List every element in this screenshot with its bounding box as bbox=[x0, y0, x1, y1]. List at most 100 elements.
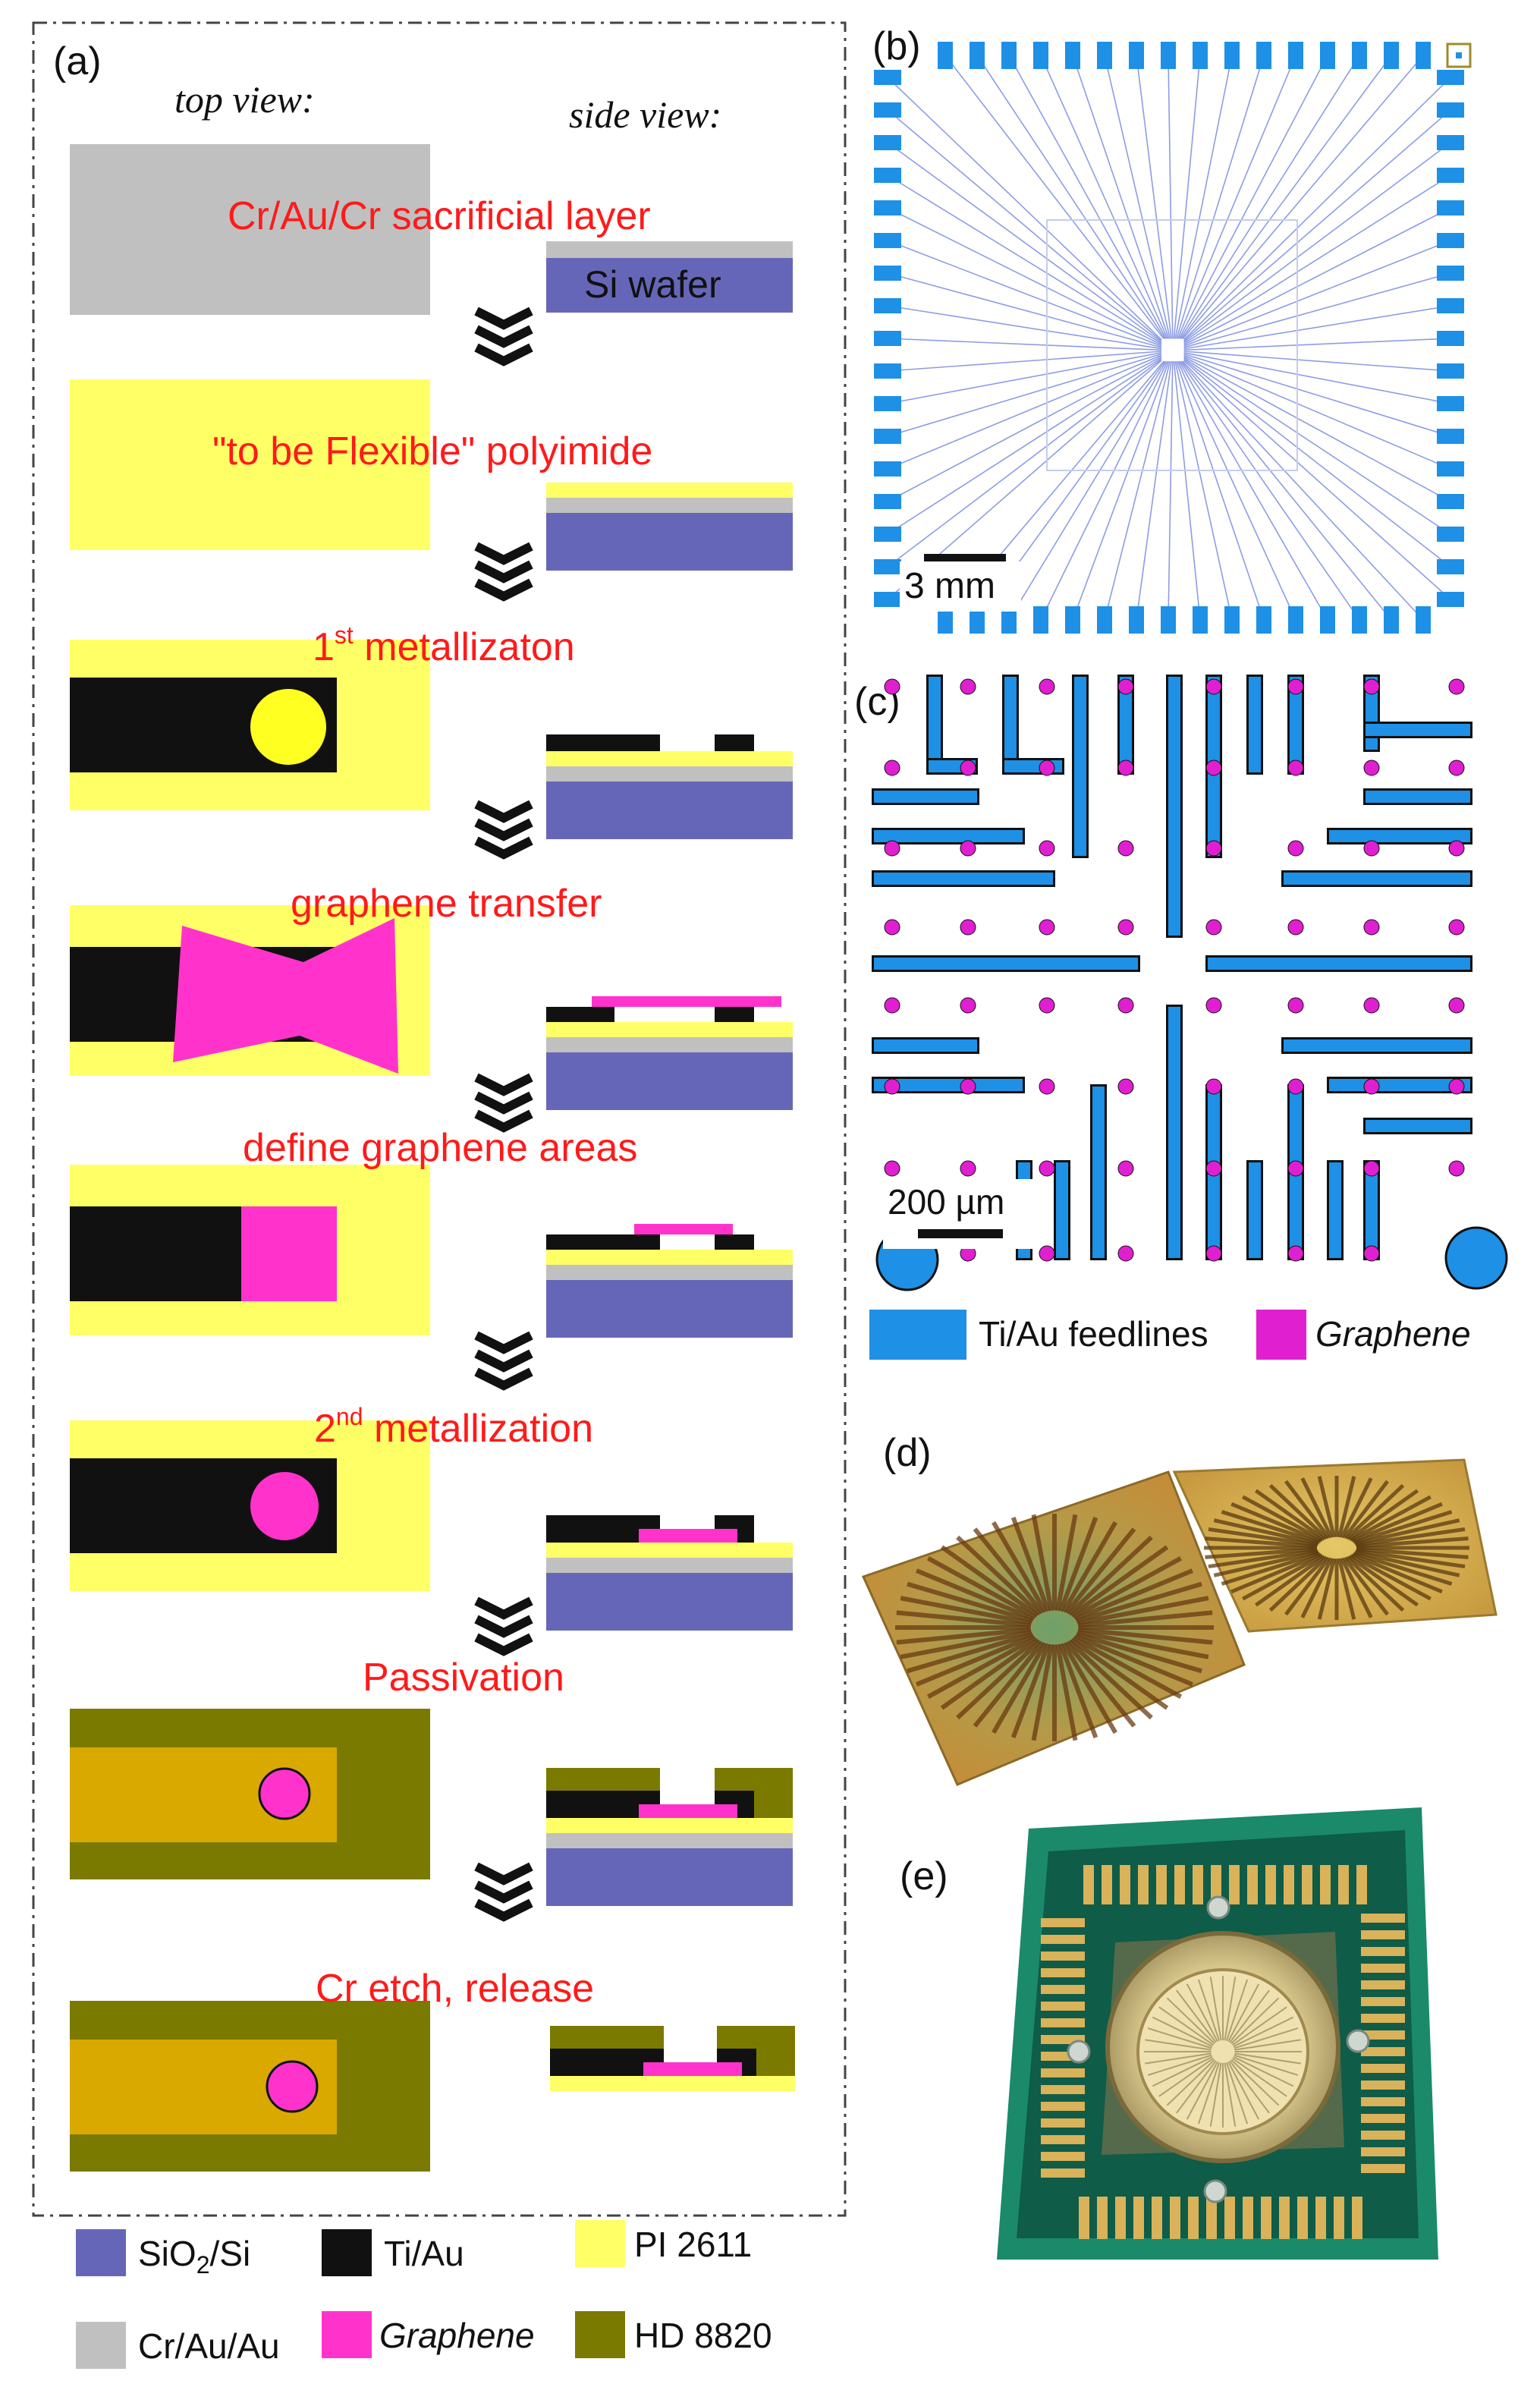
pcb-pad bbox=[1297, 2197, 1308, 2239]
panel-b: (b) 3 mm bbox=[872, 24, 1472, 634]
bond-pad bbox=[874, 168, 901, 183]
trace-line bbox=[1055, 1643, 1078, 1741]
trace-line bbox=[1300, 1557, 1334, 1618]
graphene-site bbox=[1117, 840, 1134, 857]
graphene-site bbox=[1448, 760, 1465, 776]
fan-out-line bbox=[887, 240, 1162, 347]
trace-line bbox=[1209, 2062, 1222, 2127]
graphene-site bbox=[1287, 1078, 1304, 1095]
trace-line bbox=[1227, 1983, 1260, 2043]
graphene-site bbox=[1448, 1078, 1465, 1095]
graphene-site bbox=[1039, 840, 1055, 857]
trace-line bbox=[1242, 1553, 1324, 1601]
graphene-site bbox=[1363, 919, 1380, 936]
pcb-pad bbox=[1193, 1865, 1203, 1904]
legend-sio2-label: SiO2/Si bbox=[138, 2234, 250, 2279]
arrow-chevron bbox=[474, 1898, 533, 1922]
graphene-site bbox=[1039, 678, 1055, 695]
step7-side-cr bbox=[546, 1833, 793, 1848]
graphene-site bbox=[1287, 760, 1304, 776]
trace-line bbox=[1208, 1549, 1318, 1569]
graphene-site bbox=[960, 1160, 976, 1177]
trace-line bbox=[1224, 2062, 1237, 2127]
trace-line bbox=[1230, 1552, 1322, 1594]
bond-pad bbox=[1416, 42, 1431, 69]
trace-line bbox=[1337, 1558, 1356, 1620]
pcb-pad bbox=[1041, 2152, 1085, 2161]
pcb-pad bbox=[1229, 1865, 1240, 1904]
bond-pad bbox=[1097, 606, 1112, 634]
bond-pad bbox=[874, 331, 901, 346]
fan-out-line bbox=[1176, 55, 1265, 339]
pcb-pad bbox=[1361, 1997, 1405, 2006]
trace-line bbox=[1268, 1483, 1328, 1540]
trace-line bbox=[973, 1640, 1045, 1728]
trace-line bbox=[1229, 2060, 1270, 2114]
pcb-pad bbox=[1361, 1947, 1405, 1956]
step3-text: 1st metallizaton bbox=[313, 621, 575, 669]
arrow-chevron bbox=[474, 1615, 533, 1638]
bond-pad bbox=[1129, 42, 1144, 69]
graphene-site bbox=[1363, 1160, 1380, 1177]
step6-text: 2nd metallization bbox=[314, 1403, 593, 1451]
step4-top-graphene bbox=[173, 918, 398, 1074]
fan-out-line bbox=[1178, 55, 1328, 339]
legend-graphene-c-label: Graphene bbox=[1315, 1314, 1471, 1354]
step7-side-graphene bbox=[639, 1804, 737, 1818]
trace-line bbox=[1158, 2006, 1214, 2046]
fan-out-line bbox=[887, 142, 1162, 343]
pcb-pad bbox=[1133, 2197, 1144, 2239]
arrow-chevron bbox=[474, 307, 533, 330]
bond-pad bbox=[1437, 429, 1464, 444]
bond-pad bbox=[970, 42, 985, 69]
step8-side-pi bbox=[550, 2076, 795, 2091]
trace-line bbox=[1061, 1521, 1117, 1613]
trace-line bbox=[1061, 1642, 1117, 1735]
panel-c: (c) 200 µm Ti/Au feedlines Graphene bbox=[854, 675, 1508, 1360]
fan-out-line bbox=[1183, 175, 1451, 344]
graphene-site bbox=[960, 760, 976, 776]
bond-pad bbox=[1256, 42, 1271, 69]
legend-sio2-swatch bbox=[76, 2229, 126, 2276]
trace-line bbox=[915, 1634, 1035, 1687]
pcb-pad bbox=[1079, 2197, 1089, 2239]
trace-line bbox=[1356, 1536, 1469, 1549]
trace-line bbox=[1158, 2057, 1214, 2097]
fan-out-line bbox=[1040, 55, 1168, 339]
bond-pad bbox=[1097, 42, 1112, 69]
graphene-site bbox=[1117, 1078, 1134, 1095]
panel-a-frame bbox=[32, 21, 847, 2217]
pcb-pad bbox=[1338, 1865, 1349, 1904]
trace-line bbox=[1209, 1977, 1222, 2041]
trace-line bbox=[973, 1527, 1045, 1615]
pcb-pad bbox=[1152, 2197, 1162, 2239]
graphene-site bbox=[1448, 997, 1465, 1014]
graphene-site bbox=[1117, 760, 1134, 776]
trace-line bbox=[1074, 1634, 1194, 1687]
graphene-site bbox=[1287, 840, 1304, 857]
trace-line bbox=[896, 1610, 1032, 1628]
panel-e: (e) bbox=[900, 1807, 1438, 2260]
step2-top bbox=[70, 379, 430, 550]
pcb-pad bbox=[1361, 1964, 1405, 1973]
graphene-site bbox=[1287, 919, 1304, 936]
trace-line bbox=[1067, 1535, 1153, 1616]
trace-line bbox=[1077, 1610, 1213, 1628]
pcb-pad bbox=[1174, 1865, 1185, 1904]
bond-pad bbox=[1065, 42, 1080, 69]
step5-side-si bbox=[546, 1280, 793, 1338]
trace-line bbox=[1077, 1627, 1213, 1645]
pcb-pad bbox=[1041, 2002, 1085, 2011]
fan-out-line bbox=[1183, 207, 1451, 346]
graphene-site bbox=[1205, 1078, 1222, 1095]
graphene-site bbox=[1448, 919, 1465, 936]
trace-line bbox=[1072, 1636, 1183, 1699]
pcb-pad bbox=[1188, 2197, 1199, 2239]
trace-line bbox=[1221, 1551, 1321, 1586]
trace-line bbox=[1145, 2039, 1212, 2051]
step1-top bbox=[70, 144, 430, 315]
graphene-site bbox=[1363, 1078, 1380, 1095]
trace-line bbox=[1076, 1631, 1202, 1674]
fan-out-line bbox=[1183, 338, 1451, 351]
step7-side-hd1 bbox=[546, 1768, 660, 1791]
